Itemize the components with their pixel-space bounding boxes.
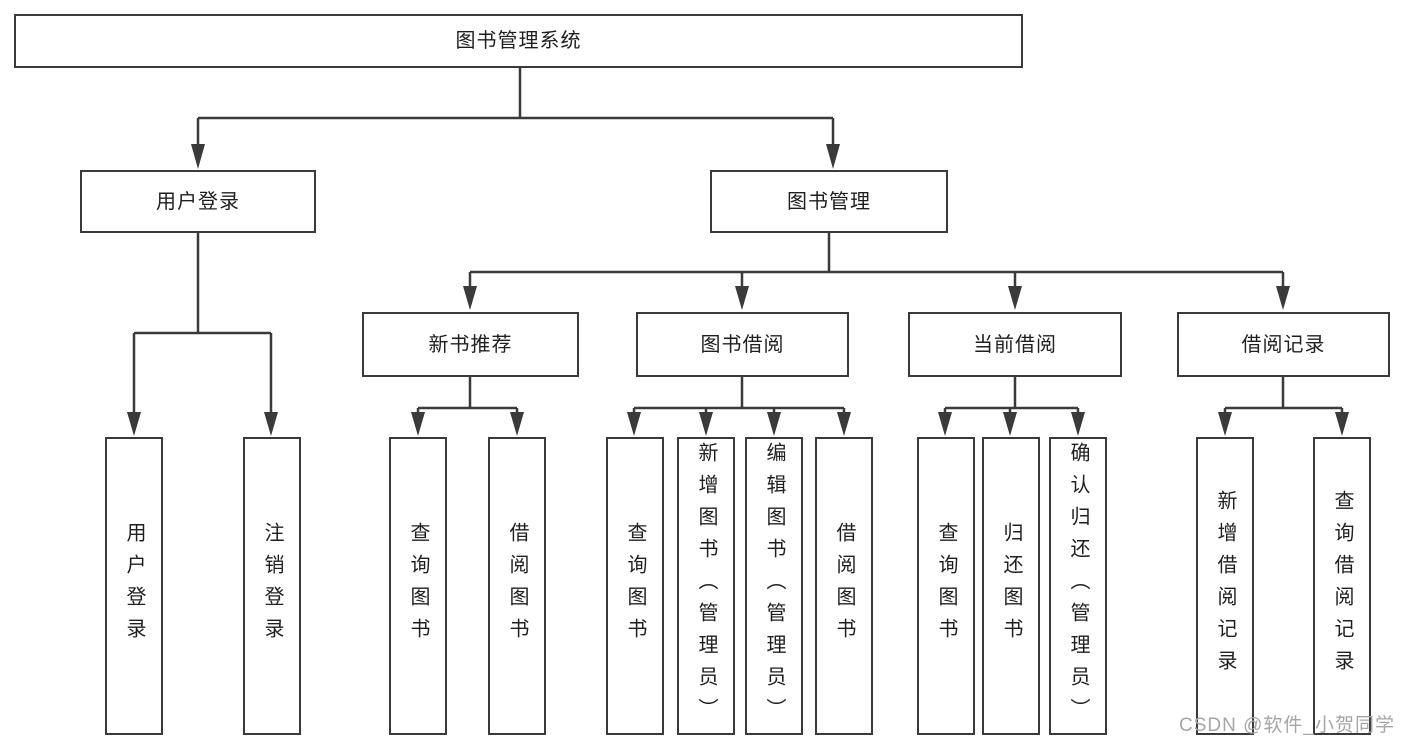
node-label: 注销登录 [261, 522, 283, 650]
leaf-add-borrow-record: 新增借阅记录 [1196, 437, 1254, 735]
node-library-system: 图书管理系统 [14, 14, 1023, 68]
node-current-borrowing: 当前借阅 [908, 312, 1122, 377]
node-label: 编辑图书（管理员） [763, 442, 785, 730]
node-book-borrowing: 图书借阅 [636, 312, 849, 377]
leaf-query-books-borrow: 查询图书 [606, 437, 664, 735]
node-label: 用户登录 [123, 522, 145, 650]
node-label: 新增借阅记录 [1214, 490, 1236, 682]
node-user-login: 用户登录 [80, 170, 316, 233]
node-label: 图书管理 [787, 190, 871, 213]
leaf-query-borrow-record: 查询借阅记录 [1313, 437, 1371, 735]
node-borrowing-records: 借阅记录 [1177, 312, 1390, 377]
leaf-borrow-books-recommend: 借阅图书 [488, 437, 546, 735]
node-label: 新增图书（管理员） [695, 442, 717, 730]
node-label: 查询图书 [624, 522, 646, 650]
node-label: 借阅记录 [1241, 333, 1326, 356]
leaf-return-books: 归还图书 [982, 437, 1040, 735]
csdn-watermark: CSDN @软件_小贺同学 [1179, 715, 1395, 736]
leaf-user-login: 用户登录 [105, 437, 163, 735]
node-label: 查询图书 [407, 522, 429, 650]
node-label: 新书推荐 [428, 333, 513, 356]
node-label: 用户登录 [156, 190, 240, 213]
node-label: 当前借阅 [973, 333, 1057, 356]
node-book-management: 图书管理 [710, 170, 948, 233]
node-label: 借阅图书 [506, 522, 528, 650]
node-label: 查询图书 [935, 522, 957, 650]
leaf-confirm-return-admin: 确认归还（管理员） [1049, 437, 1107, 735]
leaf-edit-book-admin: 编辑图书（管理员） [745, 437, 803, 735]
leaf-add-book-admin: 新增图书（管理员） [677, 437, 735, 735]
node-new-book-recommend: 新书推荐 [362, 312, 579, 377]
leaf-query-books-recommend: 查询图书 [389, 437, 447, 735]
node-label: 图书管理系统 [455, 30, 582, 52]
leaf-logout: 注销登录 [243, 437, 301, 735]
leaf-query-books-current: 查询图书 [917, 437, 975, 735]
node-label: 归还图书 [1000, 522, 1022, 650]
node-label: 图书借阅 [700, 333, 785, 356]
node-label: 确认归还（管理员） [1067, 442, 1089, 730]
node-label: 借阅图书 [833, 522, 855, 650]
leaf-borrow-books: 借阅图书 [815, 437, 873, 735]
node-label: 查询借阅记录 [1331, 490, 1353, 682]
